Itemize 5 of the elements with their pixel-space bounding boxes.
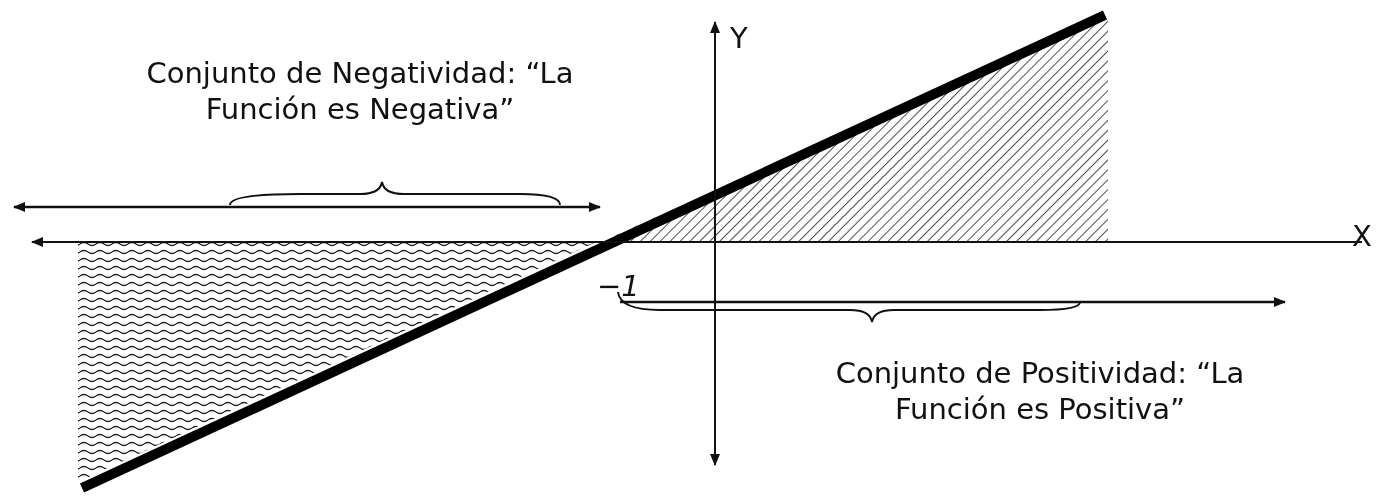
set-description: Conjunto de Negatividad: “La Función es Negativa”	[145, 55, 575, 127]
axis-label: X	[1352, 218, 1372, 254]
axis-label: Y	[730, 20, 748, 56]
tick-label: −1	[597, 268, 640, 304]
set-description: Conjunto de Positividad: “La Función es Positiva”	[834, 355, 1246, 427]
